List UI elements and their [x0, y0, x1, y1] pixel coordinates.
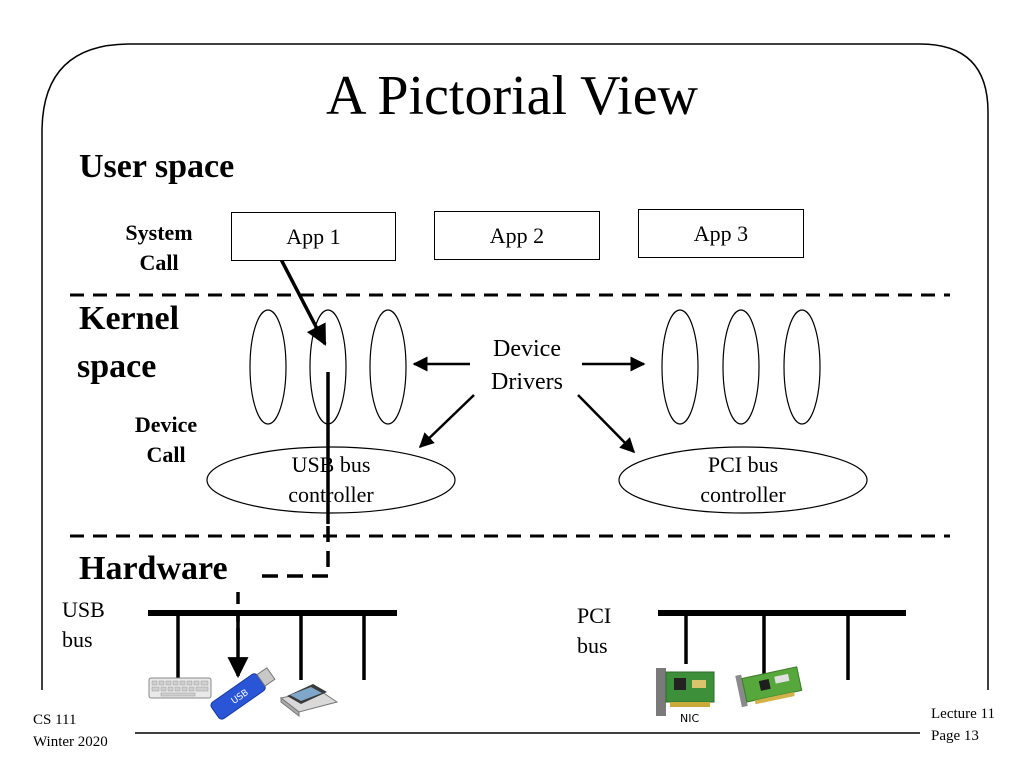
nic-label: NIC: [680, 712, 699, 725]
footer-page: Page 13: [931, 728, 979, 744]
driver-oval-1: [249, 309, 287, 425]
slide-frame: [41, 43, 989, 690]
pci-card-icon: [735, 666, 803, 708]
pci-bus-line1: PCI: [577, 603, 612, 628]
device-call-line1: Device: [134, 412, 198, 437]
scanner-icon: [279, 684, 339, 718]
kernel-space-label-line1: Kernel: [79, 300, 180, 337]
nic-card-icon: NIC: [652, 664, 720, 732]
usb-bus-line2: bus: [62, 627, 93, 652]
user-space-label: User space: [79, 148, 235, 185]
device-drivers-line2: Drivers: [491, 369, 563, 395]
driver-oval-3: [369, 309, 407, 425]
device-drivers-label: Device Drivers: [462, 333, 592, 399]
pci-bus-line2: bus: [577, 633, 608, 658]
system-call-label: System Call: [104, 218, 214, 278]
footer-term: Winter 2020: [33, 734, 108, 750]
device-call-label: Device Call: [111, 410, 221, 470]
drivers-arrow-usb-controller: [418, 394, 475, 449]
device-drivers-line1: Device: [493, 336, 561, 362]
pci-controller-ellipse: [618, 446, 868, 514]
keyboard-icon: [148, 677, 212, 699]
hardware-label: Hardware: [79, 550, 228, 588]
system-call-line1: System: [125, 220, 193, 245]
device-call-line2: Call: [146, 442, 186, 467]
driver-oval-4: [661, 309, 699, 425]
footer-page-info: Lecture 11 Page 13: [931, 703, 995, 747]
app-3-label: App 3: [693, 220, 749, 246]
drivers-arrow-pci-controller: [577, 394, 636, 454]
kernel-space-label-line2: space: [77, 348, 157, 385]
driver-oval-5: [722, 309, 760, 425]
app-1-label: App 1: [286, 223, 341, 249]
hardware-call-dashed-path: [258, 526, 330, 578]
usb-controller-line1: USB bus: [291, 452, 371, 477]
footer-course: CS 111: [33, 712, 77, 728]
footer-lecture: Lecture 11: [931, 706, 995, 722]
pci-controller-line2: controller: [700, 482, 786, 507]
driver-oval-6: [783, 309, 821, 425]
usb-bus-line1: USB: [62, 597, 105, 622]
usb-controller-line2: controller: [288, 482, 374, 507]
footer-course-info: CS 111 Winter 2020: [33, 709, 108, 753]
app-1-box: App 1: [231, 212, 396, 261]
system-call-line2: Call: [139, 250, 179, 275]
slide-title: A Pictorial View: [325, 65, 698, 127]
app-3-box: App 3: [638, 209, 804, 258]
pci-controller-label: PCI bus controller: [663, 450, 823, 510]
usb-bus-label: USB bus: [62, 595, 105, 655]
pci-bus-label: PCI bus: [577, 601, 611, 661]
usb-controller-label: USB bus controller: [251, 450, 411, 510]
usb-stick-icon: USB: [210, 667, 276, 720]
app-2-label: App 2: [489, 222, 545, 248]
usb-controller-ellipse: [206, 446, 456, 514]
pci-controller-line1: PCI bus: [707, 452, 779, 477]
app-2-box: App 2: [434, 211, 600, 260]
